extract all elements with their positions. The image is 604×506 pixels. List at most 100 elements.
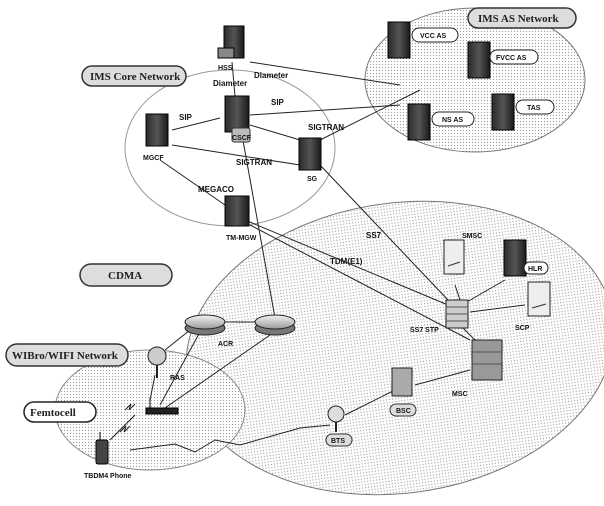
link-msc-bsc <box>414 369 471 386</box>
antenna-icon <box>147 346 167 366</box>
node-label: TM-MGW <box>226 235 257 242</box>
scp-node: SCP <box>515 281 551 332</box>
node-label: NS AS <box>442 117 463 124</box>
link-acr-ras <box>164 329 191 351</box>
node-label: MGCF <box>143 155 164 162</box>
node-label: CSCF <box>232 135 252 142</box>
femtocell-icon <box>145 407 179 415</box>
msc-node: MSC <box>452 339 503 398</box>
node-label: HSS <box>218 65 233 72</box>
links-layer <box>109 61 526 453</box>
hss-server: HSS <box>217 25 245 72</box>
link-cscf-as <box>249 104 401 116</box>
node-label: FVCC AS <box>496 55 527 62</box>
acr-router-1: ACR <box>184 314 233 348</box>
fvcc-as-server: FVCC AS <box>467 41 539 79</box>
bts-node: BTS <box>325 405 353 447</box>
link-acr-femto <box>159 331 201 406</box>
node-label: TAS <box>527 105 541 112</box>
node-label: TBDM4 Phone <box>84 473 132 480</box>
link-sg-as <box>319 89 421 141</box>
link-cscf-sg <box>249 124 301 141</box>
link-label-megaco: MEGACO <box>198 185 234 194</box>
link-stp-hlr <box>464 279 506 304</box>
phone-node: TBDM4 Phone <box>84 432 132 480</box>
ims-core-pill: IMS Core Network <box>81 65 187 87</box>
node-label: MSC <box>452 391 468 398</box>
sg-server: SG <box>298 137 322 183</box>
link-mgw-stp <box>244 219 449 306</box>
server-icon <box>224 195 250 227</box>
link-hss-cscf <box>231 61 236 97</box>
router-icon <box>254 314 296 330</box>
ns-as-server: NS AS <box>407 103 475 141</box>
ss7-stp-node: SS7 STP <box>410 299 469 334</box>
link-mgcf-sg <box>171 144 301 166</box>
ims-as-pill: IMS AS Network <box>467 7 577 29</box>
link-label-ss7: SS7 <box>366 231 382 240</box>
link-cscf-acr <box>241 134 276 319</box>
server-icon <box>145 113 169 147</box>
node-label: SG <box>307 176 318 183</box>
link-acr2-femto <box>164 334 271 409</box>
server-icon <box>491 93 515 131</box>
server-icon <box>407 103 431 141</box>
smsc-node: SMSC <box>443 233 482 275</box>
link-label-sip: SIP <box>179 113 193 122</box>
network-label: Femtocell <box>30 407 76 419</box>
network-label: CDMA <box>108 270 142 282</box>
link-label-sip: SIP <box>271 98 285 107</box>
vcc-as-server: VCC AS <box>387 21 459 59</box>
link-stp-smsc <box>454 284 461 301</box>
ras-node: RAS <box>147 346 185 382</box>
network-label: WIBro/WIFI Network <box>12 350 119 362</box>
link-label-tdm: TDM(E1) <box>330 257 363 266</box>
femtocell-node <box>119 398 179 433</box>
network-label: IMS AS Network <box>478 13 560 25</box>
server-icon <box>467 41 491 79</box>
link-label-diameter: Diameter <box>213 79 247 88</box>
cscf-server: CSCF <box>224 95 252 143</box>
node-label: SMSC <box>462 233 482 240</box>
server-icon <box>527 281 551 317</box>
link-sg-stp <box>319 164 449 301</box>
node-label: SS7 STP <box>410 327 439 334</box>
node-label: HLR <box>528 266 542 273</box>
server-icon <box>298 137 322 171</box>
link-cscf-mgcf <box>171 117 221 131</box>
tmmgw-server: TM-MGW <box>224 195 257 242</box>
node-label: ACR <box>218 341 233 348</box>
node-label: RAS <box>170 375 185 382</box>
node-label: BSC <box>396 408 411 415</box>
link-bsc-bts <box>344 389 396 416</box>
mgcf-server: MGCF <box>143 113 169 162</box>
wibro-pill: WIBro/WIFI Network <box>5 343 129 367</box>
node-label: BTS <box>331 438 345 445</box>
server-icon <box>391 367 413 397</box>
tas-server: TAS <box>491 93 555 131</box>
cdma-pill: CDMA <box>79 263 173 287</box>
network-label: IMS Core Network <box>90 71 181 83</box>
link-femto-phone <box>109 414 136 441</box>
node-label: VCC AS <box>420 33 447 40</box>
acr-router-2 <box>254 314 296 336</box>
link-label-sigtran: SIGTRAN <box>308 123 344 132</box>
hlr-node: HLR <box>503 239 549 277</box>
link-phone-bts-wavy <box>129 424 331 453</box>
link-label-sigtran: SIGTRAN <box>236 158 272 167</box>
link-ras-femto <box>149 374 156 401</box>
link-mgw-msc <box>249 224 471 341</box>
link-label-diameter: Diameter <box>254 71 288 80</box>
signal-icon <box>119 425 131 433</box>
server-icon <box>224 95 250 133</box>
link-mgcf-mgw <box>159 159 226 206</box>
server-icon <box>471 339 503 381</box>
server-icon <box>387 21 411 59</box>
node-label: SCP <box>515 325 530 332</box>
phone-icon <box>95 439 109 465</box>
link-stp-scp <box>469 304 526 313</box>
antenna-icon <box>327 405 345 423</box>
femtocell-pill: Femtocell <box>23 401 97 423</box>
server-icon <box>443 239 465 275</box>
server-icon <box>503 239 527 277</box>
